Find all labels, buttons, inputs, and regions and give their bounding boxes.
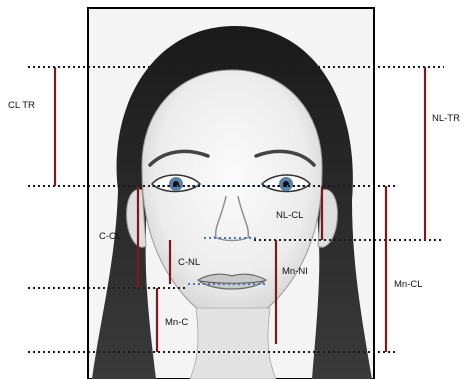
label-c-cl: C-CL (99, 231, 121, 242)
label-mn-c: Mn-C (165, 317, 188, 328)
neck (190, 308, 276, 379)
label-mn-cl: Mn-CL (394, 279, 423, 290)
label-mn-nl: Mn-NI (282, 266, 308, 277)
label-nl-cl: NL-CL (276, 210, 303, 221)
label-c-nl: C-NL (178, 257, 200, 268)
label-cl-tr: CL TR (8, 100, 35, 111)
label-nl-tr: NL-TR (432, 113, 460, 124)
